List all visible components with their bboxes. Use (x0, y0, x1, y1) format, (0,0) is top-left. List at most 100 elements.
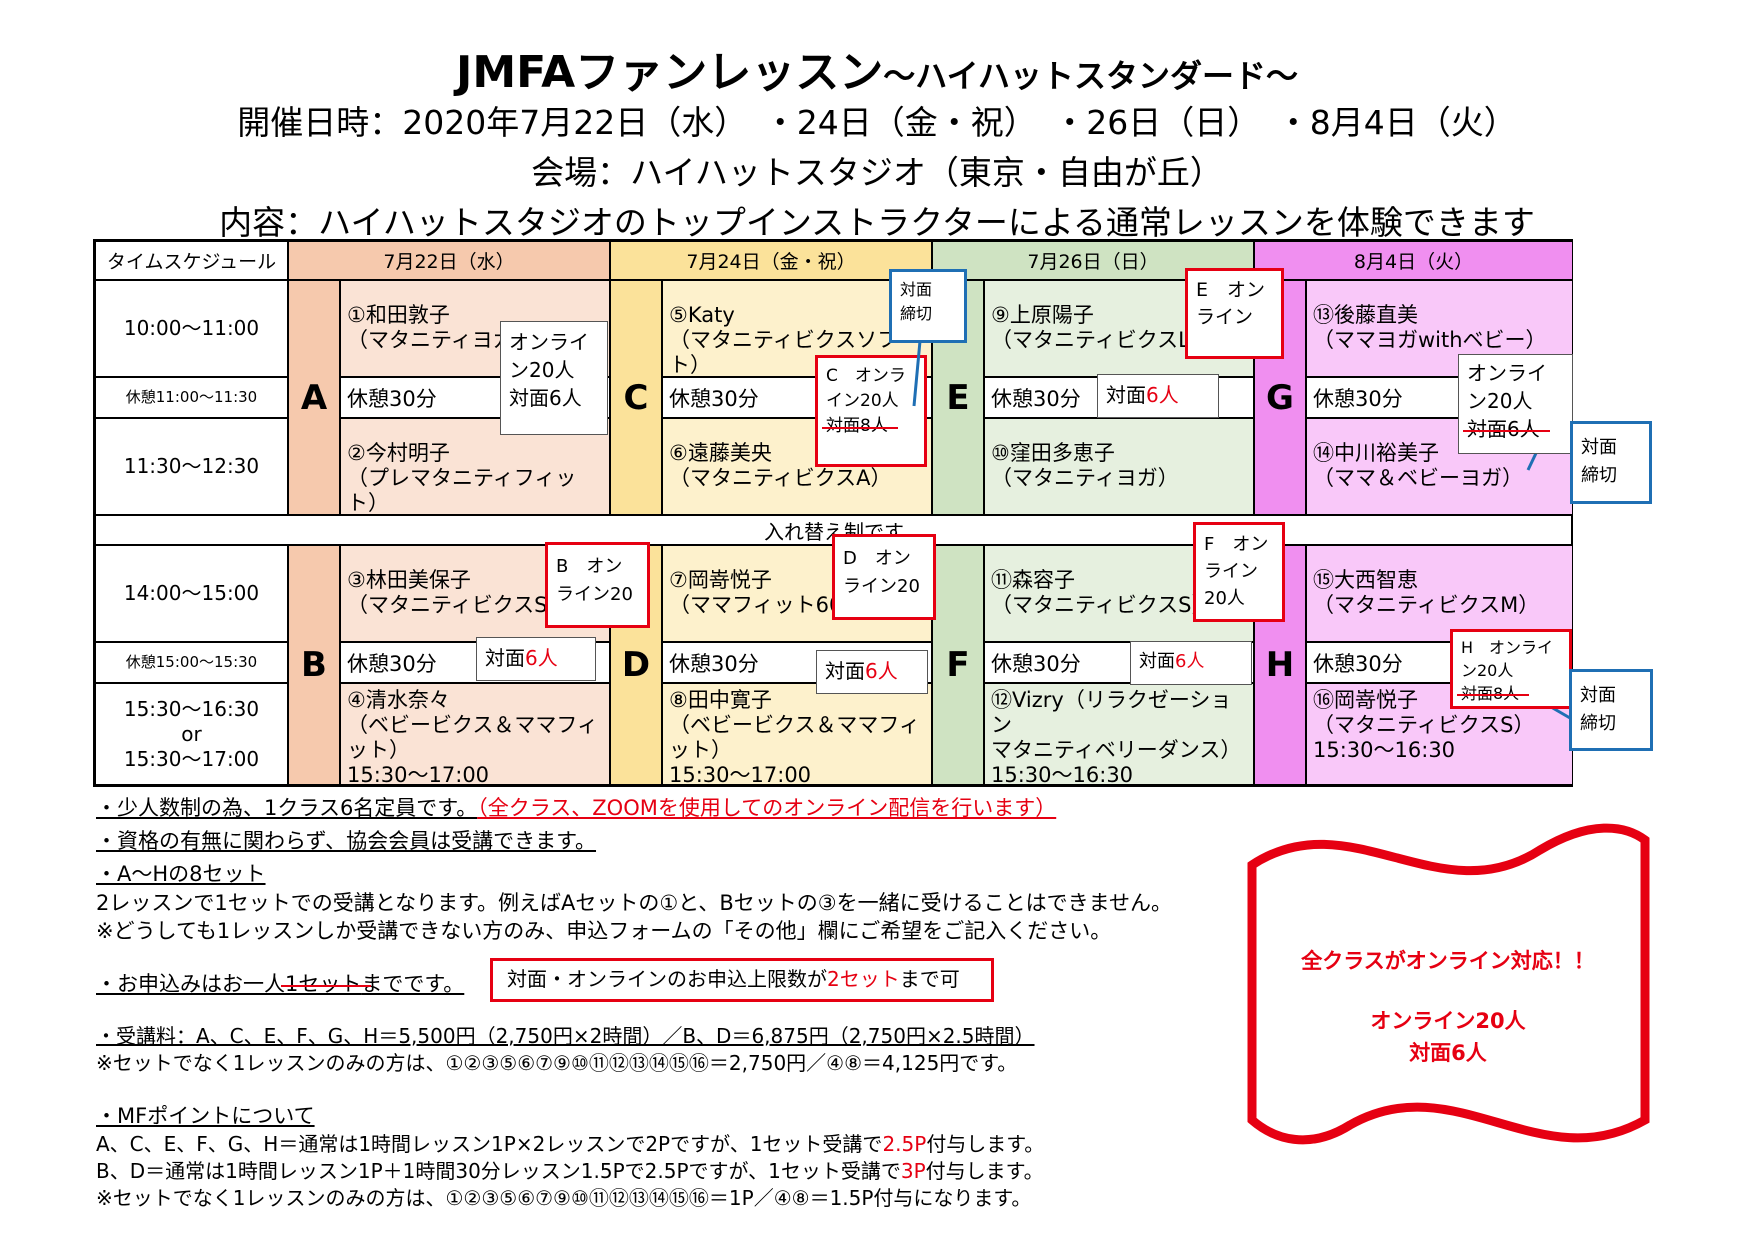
info-line-6: ・お申込みはお一人1セットまでです。 (96, 971, 464, 997)
page-title: JMFAファンレッスン～ハイハットスタンダード～ (0, 36, 1754, 100)
callout-c (912, 340, 922, 407)
lesson-4: ④清水奈々 （ベビービクス＆ママフィット） 15:30～17:00 (340, 683, 610, 787)
time-schedule-header: タイムスケジュール (95, 241, 288, 280)
lesson-name: ⑦岡嵜悦子 (669, 568, 772, 592)
note-text: イン20人 (826, 391, 899, 411)
info-line-12: ※セットでなく1レッスンのみの方は、①②③⑤⑥⑦⑨⑩⑪⑫⑬⑭⑮⑯＝1P／④⑧＝1… (96, 1186, 1032, 1210)
lesson-name: ⑯岡嵜悦子 (1313, 688, 1418, 712)
day-header-3: 7月26日（日） (932, 241, 1254, 280)
note-f-face: 対面6人 (1130, 641, 1252, 685)
lesson-type: （マタニティビクスS） (347, 593, 569, 617)
note-text-red: 6人 (1175, 651, 1205, 672)
time-pm-break: 休憩15:00～15:30 (95, 642, 288, 683)
lesson-15: ⑮大西智恵 （マタニティビクスM） (1306, 545, 1573, 642)
note-text: C オンラ (826, 366, 906, 386)
lesson-time: 15:30～17:00 (347, 763, 490, 787)
time-pm-1: 14:00～15:00 (95, 545, 288, 642)
info-line-9: ・MFポイントについて (96, 1104, 315, 1128)
lesson-type: （マタニティビクスM） (1313, 593, 1540, 617)
note-text-struck: 対面8人 (1461, 684, 1520, 703)
apply-limit-text: 対面・オンラインのお申込上限数が (507, 967, 827, 991)
info-points-b: B、D＝通常は1時間レッスン1P＋1時間30分レッスン1.5Pで2.5Pですが、… (96, 1159, 901, 1183)
info-apply: ・お申込みはお一人 (96, 972, 285, 996)
info-line-10: A、C、E、F、G、H＝通常は1時間レッスン1P×2レッスンで2Pですが、1セッ… (96, 1131, 1044, 1157)
info-line-7: ・受講料：A、C、E、F、G、H＝5,500円（2,750円×2時間）／B、D＝… (96, 1024, 1035, 1048)
lesson-type: （マタニティヨガ） (991, 466, 1179, 490)
lesson-name: ⑫Vizry（リラクゼーション (991, 688, 1232, 737)
note-text: B オン (556, 556, 623, 577)
lesson-name: ⑧田中寛子 (669, 688, 772, 712)
lesson-13: ⑬後藤直美 （ママヨガwithベビー） (1306, 280, 1573, 377)
venue-line: 会場：ハイハットスタジオ（東京・自由が丘） (531, 153, 1223, 192)
info-line-5: ※どうしても1レッスンしか受講できない方のみ、申込フォームの「その他」欄にご希望… (96, 919, 1112, 943)
info-points-b-end: 付与します。 (925, 1159, 1044, 1183)
lesson-name: ③林田美保子 (347, 568, 471, 592)
note-text: ン20人 (1461, 661, 1514, 680)
lesson-type: （マタニティビクスL） (991, 328, 1211, 352)
note-text: 対面 (485, 646, 525, 670)
lesson-name: ⑩窪田多恵子 (991, 441, 1115, 465)
note-text: 20人 (1204, 588, 1245, 609)
title-main: JMFAファンレッスン (456, 47, 884, 98)
lesson-name: ⑨上原陽子 (991, 303, 1094, 327)
lesson-type: （ママヨガwithベビー） (1313, 328, 1547, 352)
day-header-2: 7月24日（金・祝） (610, 241, 932, 280)
info-apply-struck: 1セット (285, 972, 362, 996)
lesson-12: ⑫Vizry（リラクゼーション マタニティベリーダンス） 15:30～16:30 (984, 683, 1254, 787)
note-d-online: D オン ライン20 (832, 534, 936, 620)
day-header-1: 7月22日（水） (288, 241, 610, 280)
note-text: H オンライ (1461, 638, 1554, 657)
lesson-name: ⑬後藤直美 (1313, 303, 1418, 327)
note-text: 対面 (1580, 685, 1616, 706)
note-text: 対面 (1581, 437, 1617, 458)
lesson-14: ⑭中川裕美子 （ママ＆ベビーヨガ） (1306, 418, 1573, 515)
note-text: ライン (1196, 306, 1254, 328)
info-line-3: ・A～Hの8セット (96, 862, 266, 886)
note-text: 対面 (900, 280, 933, 299)
banner-line-2: オンライン20人 (1370, 1009, 1525, 1033)
lesson-type: （ベビービクス＆ママフィット） (347, 713, 598, 762)
note-text: ライン20 (556, 584, 633, 605)
note-b-online: B オン ライン20 (545, 542, 650, 628)
note-text: ライン (1204, 561, 1258, 582)
lesson-name: ⑪森容子 (991, 568, 1075, 592)
time-pm-2b: 15:30～17:00 (123, 746, 260, 771)
time-am-2: 11:30～12:30 (95, 418, 288, 515)
time-pm-or: or (181, 721, 202, 746)
banner-line-3: 対面6人 (1409, 1041, 1487, 1065)
note-text: 対面 (825, 659, 865, 683)
lesson-name: ⑭中川裕美子 (1313, 441, 1439, 465)
lesson-10: ⑩窪田多恵子 （マタニティヨガ） (984, 418, 1254, 515)
lesson-type: マタニティベリーダンス） (991, 738, 1242, 762)
time-pm-2a: 15:30～16:30 (123, 696, 260, 721)
apply-limit-box: 対面・オンラインのお申込上限数が2セットまで可 (490, 958, 994, 1002)
schedule-table: タイムスケジュール 7月22日（水） 7月24日（金・祝） 7月26日（日） 8… (93, 239, 1573, 787)
content-line: 内容：ハイハットスタジオのトップインストラクターによる通常レッスンを体験できます (219, 203, 1535, 242)
time-pm-2: 15:30～16:30 or 15:30～17:00 (95, 683, 288, 785)
note-text: ン20人 (1467, 389, 1533, 413)
note-g-face-closed: 対面 締切 (1570, 421, 1652, 504)
note-e-face: 対面6人 (1097, 374, 1219, 418)
note-text: 対面6人 (509, 386, 582, 410)
note-text: ン20人 (509, 358, 575, 382)
note-c-capacity: C オンラ イン20人 対面8人 (815, 355, 927, 467)
day-header-4: 8月4日（火） (1254, 241, 1573, 280)
lesson-time: 15:30～16:30 (1313, 738, 1456, 762)
lesson-type: （マタニティビクスA） (669, 466, 892, 490)
note-d-face: 対面6人 (816, 650, 928, 694)
note-text-struck: 対面8人 (826, 416, 888, 436)
set-letter-b: B (288, 545, 340, 785)
time-am-1: 10:00～11:00 (95, 280, 288, 377)
apply-limit-end: まで可 (899, 967, 960, 991)
banner-shape (1247, 823, 1650, 1145)
lesson-type: （マタニティビクスソフト） (669, 328, 899, 377)
lesson-type: （ベビービクス＆ママフィット） (669, 713, 920, 762)
info-line-11: B、D＝通常は1時間レッスン1P＋1時間30分レッスン1.5Pで2.5Pですが、… (96, 1158, 1044, 1184)
lesson-16: ⑯岡嵜悦子 （マタニティビクスS） 15:30～16:30 (1306, 683, 1573, 785)
info-capacity: ・少人数制の為、1クラス6名定員です。 (96, 796, 478, 820)
info-line-4: 2レッスンで1セットでの受講となります。例えばAセットの①と、Bセットの③を一緒… (96, 891, 1172, 915)
lesson-name: ④清水奈々 (347, 688, 450, 712)
lesson-type: （マタニティビクスS） (1313, 713, 1535, 737)
lesson-type: （ママ＆ベビーヨガ） (1313, 466, 1523, 490)
note-h-face-closed: 対面 締切 (1569, 669, 1653, 751)
